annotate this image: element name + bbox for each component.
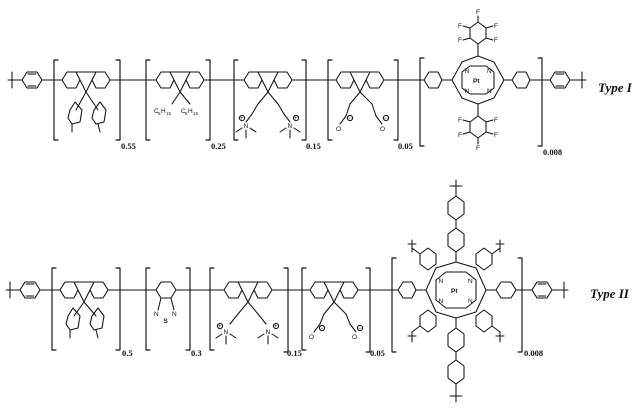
porphyrin-n-br: N	[487, 88, 492, 95]
type1-unit2-fraction: 0.25	[211, 141, 226, 151]
type1-unit2-fluorene-dihexyl	[123, 59, 223, 141]
porphyrin-n-bl: N	[465, 88, 470, 95]
type2-unit4-atom-labels: O − O −	[309, 326, 362, 341]
plus-charge-left: +	[240, 116, 244, 122]
type1-label: Type I	[598, 80, 633, 95]
ammonium-n-left: N	[244, 123, 249, 130]
carboxylate-o-right-2: O	[352, 334, 357, 341]
minus-charge-right: −	[384, 116, 388, 122]
porphyrin2-n-bl: N	[439, 298, 444, 305]
btd-n-right: N	[172, 311, 177, 318]
type2-unit5-atom-labels: N N N N Pt	[439, 278, 474, 305]
f-bot-3: F	[476, 145, 480, 152]
type2-unit2-benzothiadiazole	[125, 267, 191, 351]
type1-unit5-fraction: 0.008	[543, 147, 562, 157]
type1-unit1-fraction: 0.55	[121, 141, 136, 151]
f-top-4: F	[494, 23, 498, 30]
minus-charge-left-2: −	[320, 326, 324, 332]
type2-unit2-fraction: 0.3	[191, 348, 202, 358]
porphyrin-n-tr: N	[487, 68, 492, 75]
minus-charge-left: −	[348, 116, 352, 122]
type1-unit3-fraction: 0.15	[306, 141, 321, 151]
f-bot-5: F	[494, 117, 498, 124]
carboxylate-o-right: O	[380, 126, 385, 133]
plus-charge-left-2: +	[218, 324, 222, 330]
type1-unit3-atom-labels: N + N +	[240, 116, 298, 130]
type1-right-tert-butylphenyl	[539, 71, 587, 89]
platinum-center: Pt	[473, 78, 480, 85]
f-bot-2: F	[458, 132, 462, 139]
type1-left-tert-butylphenyl	[7, 71, 51, 89]
type1-unit5-pt-porphyrin	[405, 15, 543, 147]
hexyl-h-right: H	[188, 108, 193, 115]
f-top-1: F	[458, 37, 462, 44]
plus-charge-right: +	[294, 116, 298, 122]
hexyl-c-right: C	[181, 108, 186, 115]
type2-unit3-fluorene-ammonium	[189, 267, 299, 353]
ammonium-n-right-2: N	[266, 329, 271, 336]
hexyl-h-left: H	[161, 108, 166, 115]
type1-unit4-atom-labels: O − O −	[336, 116, 388, 133]
btd-s: S	[164, 318, 169, 325]
type2-unit3-fraction: 0.15	[287, 348, 302, 358]
plus-charge-right-2: +	[274, 324, 278, 330]
type1-unit5-atom-labels: N N N N Pt F F F F F F F F F F	[458, 9, 498, 152]
type2-unit5-pt-porphyrin	[383, 179, 527, 403]
type2-unit1-fluorene-ditolyl	[47, 267, 127, 351]
type2-polymer: 0.5 N N S 0.3	[5, 179, 630, 403]
f-bot-1: F	[458, 117, 462, 124]
btd-n-left: N	[154, 311, 159, 318]
hexyl-h-count-right: 15	[193, 111, 199, 116]
f-top-3: F	[476, 9, 480, 16]
type2-label: Type II	[590, 286, 630, 301]
porphyrin2-n-br: N	[468, 298, 473, 305]
type2-unit5-fraction: 0.008	[524, 348, 543, 358]
type2-unit2-atom-labels: N N S	[154, 311, 177, 325]
f-top-5: F	[494, 37, 498, 44]
type2-right-tert-butylphenyl	[525, 281, 569, 299]
ammonium-n-left-2: N	[224, 329, 229, 336]
hexyl-c-count-right: 6	[185, 111, 188, 116]
hexyl-c-count-left: 6	[158, 111, 161, 116]
f-top-2: F	[458, 23, 462, 30]
type2-left-tert-butylphenyl	[5, 281, 49, 299]
porphyrin-n-tl: N	[465, 68, 470, 75]
porphyrin2-n-tl: N	[439, 278, 444, 285]
carboxylate-o-left: O	[336, 126, 341, 133]
minus-charge-right-2: −	[358, 326, 362, 332]
type1-unit2-hexyl-labels: C 6 H 15 C 6 H 15	[154, 108, 199, 116]
type1-unit1-fluorene-ditolyl	[49, 59, 125, 141]
ammonium-n-right: N	[288, 123, 293, 130]
carboxylate-o-left-2: O	[309, 334, 314, 341]
type1-unit3-fluorene-ammonium	[221, 59, 317, 141]
platinum-center-2: Pt	[451, 288, 458, 295]
type1-polymer: 0.55 C 6 H 15 C 6 H 15 0.25	[7, 9, 633, 157]
hexyl-c-left: C	[154, 108, 159, 115]
type2-unit1-fraction: 0.5	[122, 348, 133, 358]
f-bot-4: F	[494, 132, 498, 139]
type1-unit4-fluorene-carboxylate	[315, 59, 407, 141]
type2-unit4-fluorene-carboxylate	[297, 267, 385, 353]
type1-unit4-fraction: 0.05	[398, 141, 413, 151]
porphyrin2-n-tr: N	[468, 278, 473, 285]
hexyl-h-count-left: 15	[166, 111, 172, 116]
type2-unit4-fraction: 0.05	[370, 348, 385, 358]
type2-unit3-atom-labels: N + N +	[218, 324, 278, 336]
